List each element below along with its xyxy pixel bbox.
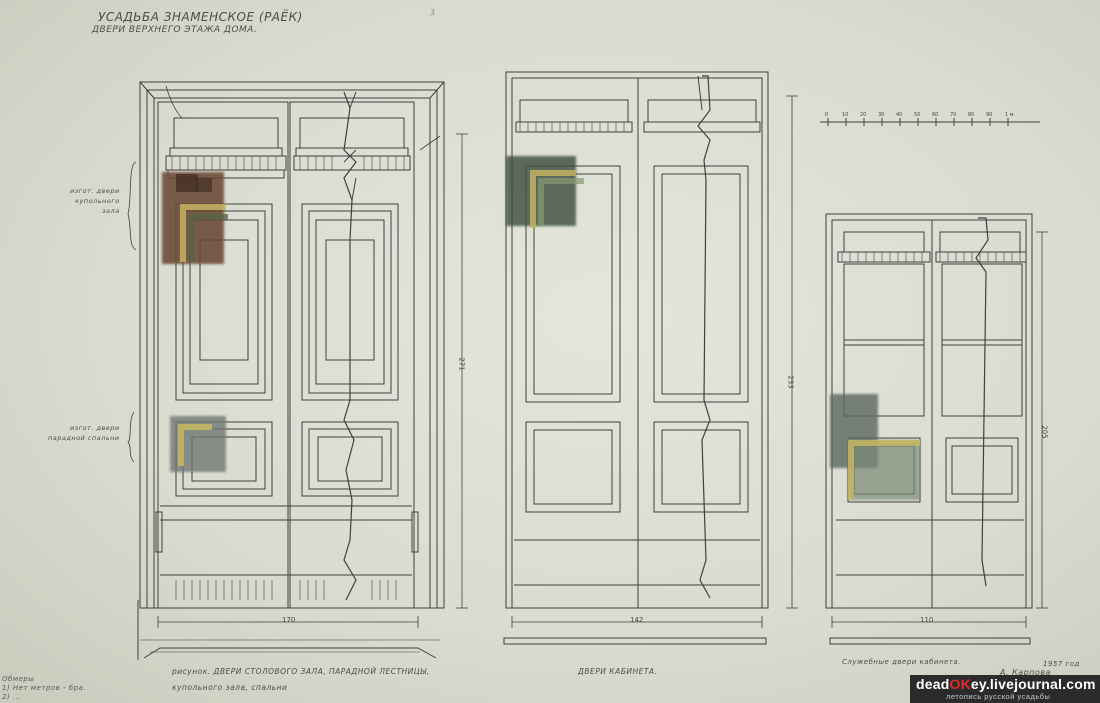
scale-tick: 0 bbox=[825, 112, 829, 118]
watermark-tagline: летопись русской усадьбы bbox=[946, 692, 1051, 701]
label-line: парадной спальни bbox=[48, 434, 120, 442]
colour-washes bbox=[162, 156, 920, 500]
watermark-badge: deadOKey.livejournal.com летопись русско… bbox=[910, 675, 1100, 703]
caption-door-2: ДВЕРИ КАБИНЕТА. bbox=[578, 667, 658, 676]
scale-tick: 40 bbox=[896, 112, 903, 118]
scale-tick: 10 bbox=[842, 112, 849, 118]
drawing-subtitle: ДВЕРИ ВЕРХНЕГО ЭТАЖА ДОМА. bbox=[92, 25, 258, 35]
pencil-sheet-number: 3 bbox=[429, 7, 436, 18]
note-line: Обмеры bbox=[2, 675, 35, 683]
dimension-width-1: 170 bbox=[282, 616, 296, 624]
corner-note: Обмеры 1) Нет метров - бра. 2) ... bbox=[2, 675, 86, 702]
dimension-lines bbox=[157, 95, 1048, 628]
caption-line: рисунок. ДВЕРИ СТОЛОВОГО ЗАЛА, ПАРАДНОЙ … bbox=[172, 667, 430, 676]
scale-tick: 70 bbox=[950, 112, 957, 118]
watermark-part-accent: OK bbox=[949, 676, 971, 692]
drawing-year: 1957 год bbox=[1043, 660, 1080, 668]
note-line: 1) Нет метров - бра. bbox=[2, 684, 87, 692]
label-line: изгот. двери bbox=[69, 424, 120, 432]
caption-door-1: рисунок. ДВЕРИ СТОЛОВОГО ЗАЛА, ПАРАДНОЙ … bbox=[172, 664, 430, 696]
dimension-height-2: 233 bbox=[786, 375, 795, 389]
dimension-height-3: 205 bbox=[1040, 425, 1049, 439]
scale-bar bbox=[820, 118, 1040, 126]
caption-door-3: Служебные двери кабинета. bbox=[842, 658, 961, 666]
scale-tick: 50 bbox=[914, 112, 921, 118]
dimension-height-1: 271 bbox=[457, 357, 466, 371]
drawing-author-signature: А. Карпова bbox=[1000, 668, 1051, 677]
label-bedroom-door: изгот. двери парадной спальни bbox=[48, 423, 120, 443]
watermark-part: dead bbox=[916, 676, 950, 692]
note-line: 2) ... bbox=[2, 693, 22, 701]
scale-tick: 20 bbox=[860, 112, 867, 118]
drawing-title: УСАДЬБА ЗНАМЕНСКОЕ (РАЁК) bbox=[98, 10, 303, 24]
scale-tick: 80 bbox=[968, 112, 975, 118]
label-line: зала bbox=[102, 207, 120, 215]
scale-tick: 60 bbox=[932, 112, 939, 118]
scale-tick: 1 м. bbox=[1005, 112, 1016, 118]
label-line: купольного bbox=[75, 197, 120, 205]
door-2-elevation bbox=[505, 71, 769, 609]
dimension-width-2: 142 bbox=[630, 616, 644, 624]
watermark-site: deadOKey.livejournal.com bbox=[916, 676, 1096, 692]
scale-tick: 90 bbox=[986, 112, 993, 118]
plan-sections bbox=[137, 600, 1031, 660]
scale-tick: 30 bbox=[878, 112, 885, 118]
watermark-part: ey.livejournal.com bbox=[970, 676, 1096, 692]
door-1-elevation bbox=[139, 81, 445, 609]
label-dome-hall-door: изгот. двери купольного зала bbox=[70, 186, 120, 216]
caption-line: купольного зала, спальни bbox=[172, 683, 288, 692]
label-line: изгот. двери bbox=[70, 187, 120, 195]
dimension-width-3: 110 bbox=[920, 616, 934, 624]
